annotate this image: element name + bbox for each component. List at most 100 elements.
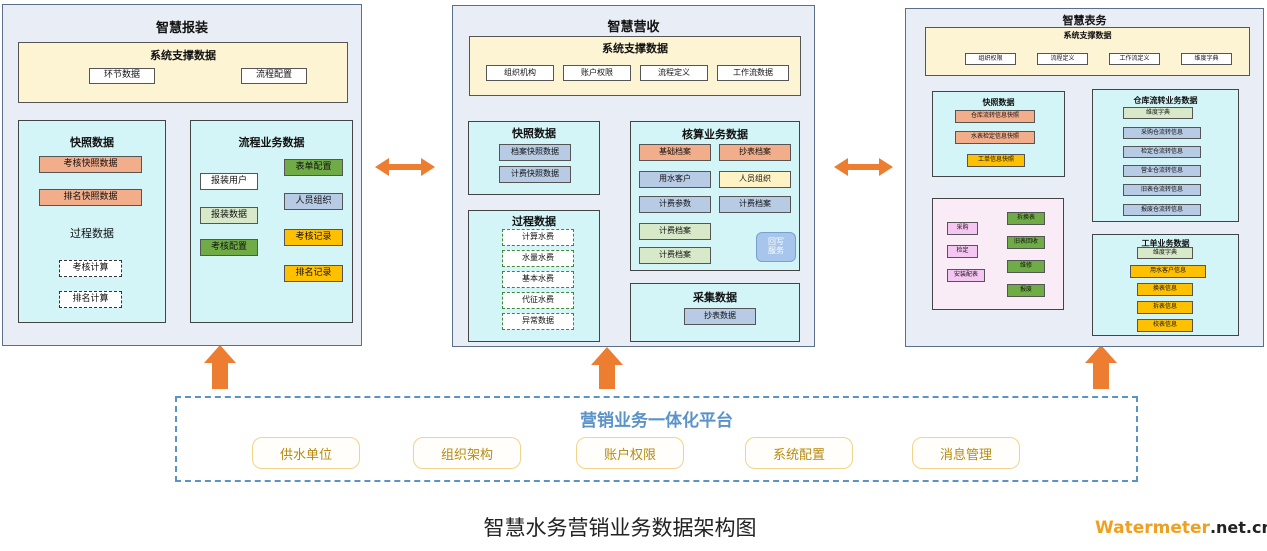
sys-item: 环节数据 bbox=[89, 68, 155, 84]
system-support-data: 系统支撑数据 环节数据 流程配置 bbox=[18, 42, 348, 103]
process-item: 计算水费 bbox=[502, 229, 574, 246]
process-title: 过程数据 bbox=[512, 215, 556, 228]
panel-smart-revenue: 智慧营收 系统支撑数据 组织机构 账户权限 流程定义 工作流数据 快照数据 档案… bbox=[452, 5, 815, 347]
warehouse-title: 仓库流转业务数据 bbox=[1133, 96, 1198, 105]
panel-title: 智慧营收 bbox=[607, 20, 660, 35]
workorder-item: 换表信息 bbox=[1137, 283, 1193, 296]
sys-item: 流程定义 bbox=[1037, 53, 1088, 65]
marketing-platform: 营销业务一体化平台 供水单位 组织架构 账户权限 系统配置 消息管理 bbox=[175, 396, 1138, 482]
flow-item: 表单配置 bbox=[284, 159, 343, 176]
flow-item: 报装用户 bbox=[200, 173, 258, 190]
sys-item: 工作流定义 bbox=[1109, 53, 1160, 65]
process-item: 采购 bbox=[947, 222, 978, 235]
process-item: 报废 bbox=[1007, 284, 1045, 297]
warehouse-item: 旧表仓流转信息 bbox=[1123, 184, 1201, 196]
watermark-suffix: .net.cn bbox=[1209, 518, 1267, 537]
platform-item: 供水单位 bbox=[252, 437, 360, 469]
collection-item: 抄表数据 bbox=[684, 308, 756, 325]
flow-item: 人员组织 bbox=[284, 193, 343, 210]
snapshot-data: 快照数据 仓库流转信息快照 水表检定信息快照 工单信息快照 bbox=[932, 91, 1065, 177]
accounting-item: 基础档案 bbox=[639, 144, 711, 161]
sys-item: 流程定义 bbox=[640, 65, 708, 81]
snapshot-item: 考核快照数据 bbox=[39, 156, 142, 173]
accounting-title: 核算业务数据 bbox=[682, 128, 748, 141]
collection-title: 采集数据 bbox=[693, 291, 737, 304]
process-item: 拆换表 bbox=[1007, 212, 1045, 225]
platform-item: 组织架构 bbox=[413, 437, 521, 469]
warehouse-item: 维度字典 bbox=[1123, 107, 1193, 119]
accounting-item: 计费档案 bbox=[719, 196, 791, 213]
warehouse-business-data: 仓库流转业务数据 维度字典 采购仓流转信息 检定仓流转信息 营业仓流转信息 旧表… bbox=[1092, 89, 1239, 222]
write-back-service: 回写服务 bbox=[756, 232, 796, 262]
workorder-title: 工单业务数据 bbox=[1141, 239, 1190, 248]
panel-title: 智慧报装 bbox=[155, 21, 208, 36]
snapshot-data: 快照数据 档案快照数据 计费快照数据 bbox=[468, 121, 600, 195]
process-data: 过程数据 计算水费 水量水费 基本水费 代征水费 异常数据 bbox=[468, 210, 600, 342]
process-item: 基本水费 bbox=[502, 271, 574, 288]
diagram-caption: 智慧水务营销业务数据架构图 bbox=[483, 516, 757, 540]
workorder-item: 用水客户信息 bbox=[1130, 265, 1206, 278]
process-item: 代征水费 bbox=[502, 292, 574, 309]
arrow-up-platform bbox=[591, 347, 623, 389]
sys-item: 流程配置 bbox=[241, 68, 307, 84]
process-item: 考核计算 bbox=[59, 260, 122, 277]
accounting-item: 用水客户 bbox=[639, 171, 711, 188]
flow-item: 考核配置 bbox=[200, 239, 258, 256]
accounting-item: 计费参数 bbox=[639, 196, 711, 213]
sys-item: 工作流数据 bbox=[717, 65, 789, 81]
collection-data: 采集数据 抄表数据 bbox=[630, 283, 800, 342]
arrow-up-platform bbox=[204, 345, 236, 389]
panel-smart-installation: 智慧报装 系统支撑数据 环节数据 流程配置 快照数据 考核快照数据 排名快照数据… bbox=[2, 4, 362, 346]
sys-item: 组织权限 bbox=[965, 53, 1016, 65]
system-support-title: 系统支撑数据 bbox=[150, 49, 216, 62]
workorder-item: 校表信息 bbox=[1137, 319, 1193, 332]
process-item: 安装配表 bbox=[947, 269, 985, 282]
system-support-data: 系统支撑数据 组织机构 账户权限 流程定义 工作流数据 bbox=[469, 36, 801, 96]
system-support-title: 系统支撑数据 bbox=[1063, 31, 1112, 40]
process-title: 过程数据 bbox=[70, 227, 114, 240]
process-item: 检定 bbox=[947, 245, 978, 258]
system-support-data: 系统支撑数据 组织权限 流程定义 工作流定义 维度字典 bbox=[925, 27, 1250, 76]
accounting-business-data: 核算业务数据 基础档案 抄表档案 用水客户 人员组织 计费参数 计费档案 计费档… bbox=[630, 121, 800, 271]
watermark-brand: Watermeter bbox=[1095, 518, 1210, 538]
accounting-item: 人员组织 bbox=[719, 171, 791, 188]
flow-business-data: 流程业务数据 报装用户 报装数据 考核配置 表单配置 人员组织 考核记录 排名记… bbox=[190, 120, 353, 323]
accounting-item: 抄表档案 bbox=[719, 144, 791, 161]
flow-item: 考核记录 bbox=[284, 229, 343, 246]
platform-item: 账户权限 bbox=[576, 437, 684, 469]
flow-item: 报装数据 bbox=[200, 207, 258, 224]
snapshot-title: 快照数据 bbox=[70, 136, 114, 149]
flow-item: 排名记录 bbox=[284, 265, 343, 282]
process-item: 维修 bbox=[1007, 260, 1045, 273]
double-arrow bbox=[375, 158, 435, 176]
warehouse-item: 营业仓流转信息 bbox=[1123, 165, 1201, 177]
platform-title: 营销业务一体化平台 bbox=[580, 411, 733, 431]
snapshot-title: 快照数据 bbox=[512, 127, 556, 140]
snapshot-item: 计费快照数据 bbox=[499, 166, 571, 183]
panel-smart-meter: 智慧表务 系统支撑数据 组织权限 流程定义 工作流定义 维度字典 快照数据 仓库… bbox=[905, 8, 1264, 347]
snapshot-item: 工单信息快照 bbox=[967, 154, 1025, 167]
workorder-business-data: 工单业务数据 维度字典 用水客户信息 换表信息 拆表信息 校表信息 bbox=[1092, 234, 1239, 336]
workorder-item: 拆表信息 bbox=[1137, 301, 1193, 314]
accounting-item: 计费档案 bbox=[639, 247, 711, 264]
workorder-item: 维度字典 bbox=[1137, 247, 1193, 259]
process-item: 旧表回收 bbox=[1007, 236, 1045, 249]
snapshot-data: 快照数据 考核快照数据 排名快照数据 过程数据 考核计算 排名计算 bbox=[18, 120, 166, 323]
process-data: 采购 检定 安装配表 拆换表 旧表回收 维修 报废 bbox=[932, 198, 1064, 310]
warehouse-item: 检定仓流转信息 bbox=[1123, 146, 1201, 158]
snapshot-item: 仓库流转信息快照 bbox=[955, 110, 1035, 123]
snapshot-item: 档案快照数据 bbox=[499, 144, 571, 161]
process-item: 排名计算 bbox=[59, 291, 122, 308]
system-support-title: 系统支撑数据 bbox=[602, 42, 668, 55]
accounting-item: 计费档案 bbox=[639, 223, 711, 240]
warehouse-item: 报废仓流转信息 bbox=[1123, 204, 1201, 216]
sys-item: 账户权限 bbox=[563, 65, 631, 81]
snapshot-title: 快照数据 bbox=[982, 98, 1015, 107]
panel-title: 智慧表务 bbox=[1062, 14, 1107, 27]
warehouse-item: 采购仓流转信息 bbox=[1123, 127, 1201, 139]
process-item: 异常数据 bbox=[502, 313, 574, 330]
sys-item: 维度字典 bbox=[1181, 53, 1232, 65]
sys-item: 组织机构 bbox=[486, 65, 554, 81]
platform-item: 系统配置 bbox=[745, 437, 853, 469]
watermark: Watermeter.net.cn bbox=[1095, 518, 1267, 538]
